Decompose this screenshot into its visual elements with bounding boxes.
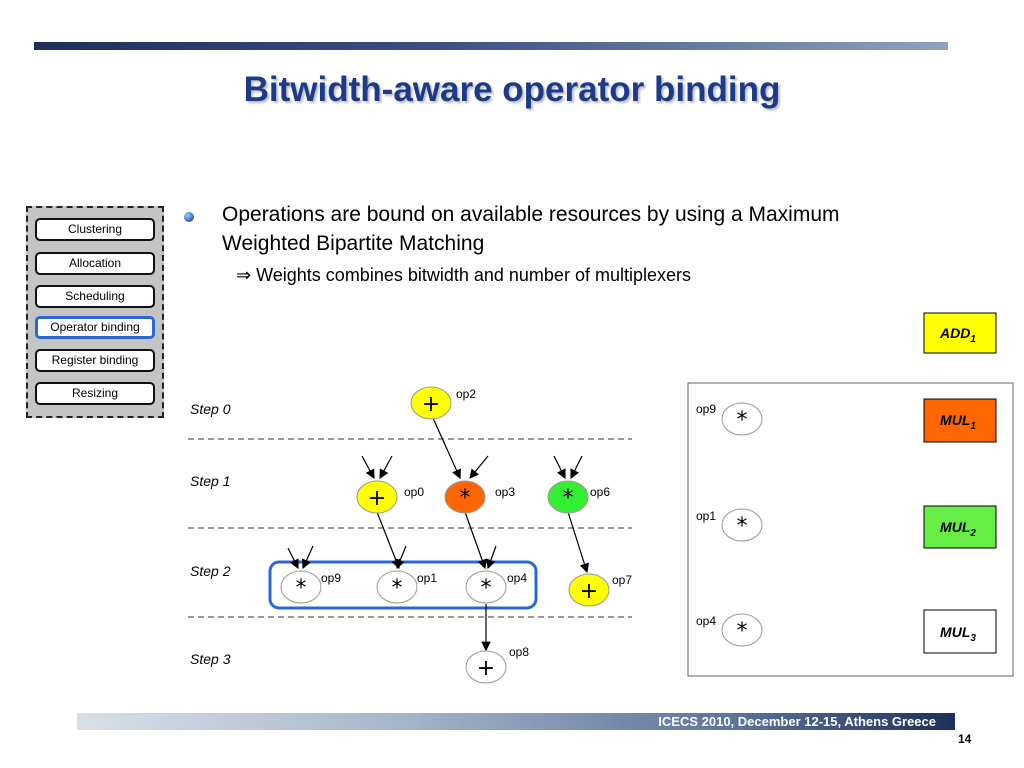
- resource-box: [923, 312, 997, 354]
- input-arrow: [395, 545, 407, 570]
- op-label: op1: [417, 571, 437, 585]
- main-bullet-text: Operations are bound on available resour…: [222, 203, 840, 255]
- resource-box: [923, 609, 997, 654]
- resource-label: MUL1: [940, 412, 976, 432]
- op-label: op6: [590, 485, 610, 499]
- input-arrow: [302, 545, 314, 570]
- page-number: 14: [958, 732, 972, 746]
- resource-mul3: MUL3: [923, 609, 997, 654]
- bipartite-op-op4: * op4: [696, 613, 763, 647]
- resource-label: MUL2: [940, 519, 976, 539]
- op-label: op9: [696, 402, 716, 416]
- flow-step-register-binding: Register binding: [35, 349, 155, 372]
- input-arrow: [570, 455, 583, 480]
- resource-label: MUL3: [940, 624, 976, 644]
- op-symbol: +: [368, 486, 386, 511]
- step-label: Step 0: [190, 401, 231, 417]
- op-node-shape: [721, 508, 763, 542]
- edge-op6-op7: [567, 511, 590, 574]
- op-node-op6: * op6: [547, 480, 610, 514]
- implies-icon: ⇒: [236, 265, 252, 285]
- resource-box: [923, 505, 997, 549]
- op-label: op1: [696, 509, 716, 523]
- op-symbol: *: [737, 408, 748, 433]
- step-label: Step 1: [190, 473, 230, 489]
- op-label: op0: [404, 485, 424, 499]
- design-flow-panel: Clustering Allocation Scheduling Operato…: [26, 206, 164, 418]
- op-symbol: *: [296, 576, 307, 601]
- input-arrow: [469, 455, 489, 479]
- resource-mul1: MUL1: [923, 398, 997, 443]
- slide-title: Bitwidth-aware operator binding: [243, 70, 781, 109]
- op-node-shape: [465, 650, 507, 684]
- op-node-shape: [410, 386, 452, 420]
- op-label: op7: [612, 573, 632, 587]
- op-node-op4: * op4: [465, 570, 527, 604]
- edge-op2-op3: [432, 417, 461, 480]
- op-symbol: +: [580, 579, 598, 604]
- op-node-shape: [376, 570, 418, 604]
- op-symbol: *: [737, 619, 748, 644]
- op-node-op9: * op9: [280, 570, 341, 604]
- top-banner-bar: [34, 42, 948, 50]
- flow-step-clustering: Clustering: [35, 218, 155, 241]
- op-node-op7: + op7: [568, 573, 632, 607]
- input-arrow: [379, 455, 393, 480]
- op-label: op2: [456, 387, 476, 401]
- edge-op0-op1: [376, 511, 401, 570]
- op-node-op8: + op8: [465, 645, 529, 684]
- op-symbol: *: [563, 486, 574, 511]
- input-arrow: [287, 547, 299, 570]
- resource-box: [923, 398, 997, 443]
- op-symbol: *: [481, 576, 492, 601]
- op-node-shape: [721, 402, 763, 436]
- op-symbol: +: [477, 656, 495, 681]
- resource-add1: ADD1: [923, 312, 997, 354]
- footer-bar: [77, 713, 955, 730]
- flow-step-scheduling: Scheduling: [35, 285, 155, 308]
- bipartite-op-op1: * op1: [696, 508, 763, 542]
- op-label: op4: [696, 614, 716, 628]
- op-label: op8: [509, 645, 529, 659]
- op-node-shape: [465, 570, 507, 604]
- op-label: op4: [507, 571, 527, 585]
- op-node-shape: [356, 480, 398, 514]
- op-node-shape: [444, 480, 486, 514]
- flow-step-allocation: Allocation: [35, 252, 155, 275]
- resource-label: ADD1: [939, 325, 976, 345]
- op-node-shape: [568, 573, 610, 607]
- op-node-shape: [721, 613, 763, 647]
- sub-bullet-text: Weights combines bitwidth and number of …: [256, 265, 691, 285]
- op-symbol: +: [422, 392, 440, 417]
- input-arrow: [361, 455, 375, 480]
- edge-op3-op4: [464, 511, 487, 570]
- bipartite-op-op9: * op9: [696, 402, 763, 436]
- flow-step-resizing: Resizing: [35, 382, 155, 405]
- op-node-op1: * op1: [376, 570, 437, 604]
- input-arrow: [553, 455, 566, 480]
- op-node-op3: * op3: [444, 480, 515, 514]
- op-node-shape: [547, 480, 589, 514]
- sub-bullet: ⇒ Weights combines bitwidth and number o…: [236, 265, 691, 286]
- bullet-icon: [184, 212, 194, 222]
- op-symbol: *: [737, 514, 748, 539]
- step-label: Step 3: [190, 651, 231, 667]
- flow-step-operator-binding: Operator binding: [35, 316, 155, 339]
- op-label: op3: [495, 485, 515, 499]
- footer-conference: ICECS 2010, December 12-15, Athens Greec…: [658, 714, 936, 729]
- input-arrow: [486, 545, 497, 570]
- op-node-shape: [280, 570, 322, 604]
- resource-mul2: MUL2: [923, 505, 997, 549]
- op-node-op0: + op0: [356, 480, 424, 514]
- step-label: Step 2: [190, 563, 231, 579]
- op-symbol: *: [392, 576, 403, 601]
- op-symbol: *: [460, 486, 471, 511]
- op-node-op2: + op2: [410, 386, 476, 420]
- op-label: op9: [321, 571, 341, 585]
